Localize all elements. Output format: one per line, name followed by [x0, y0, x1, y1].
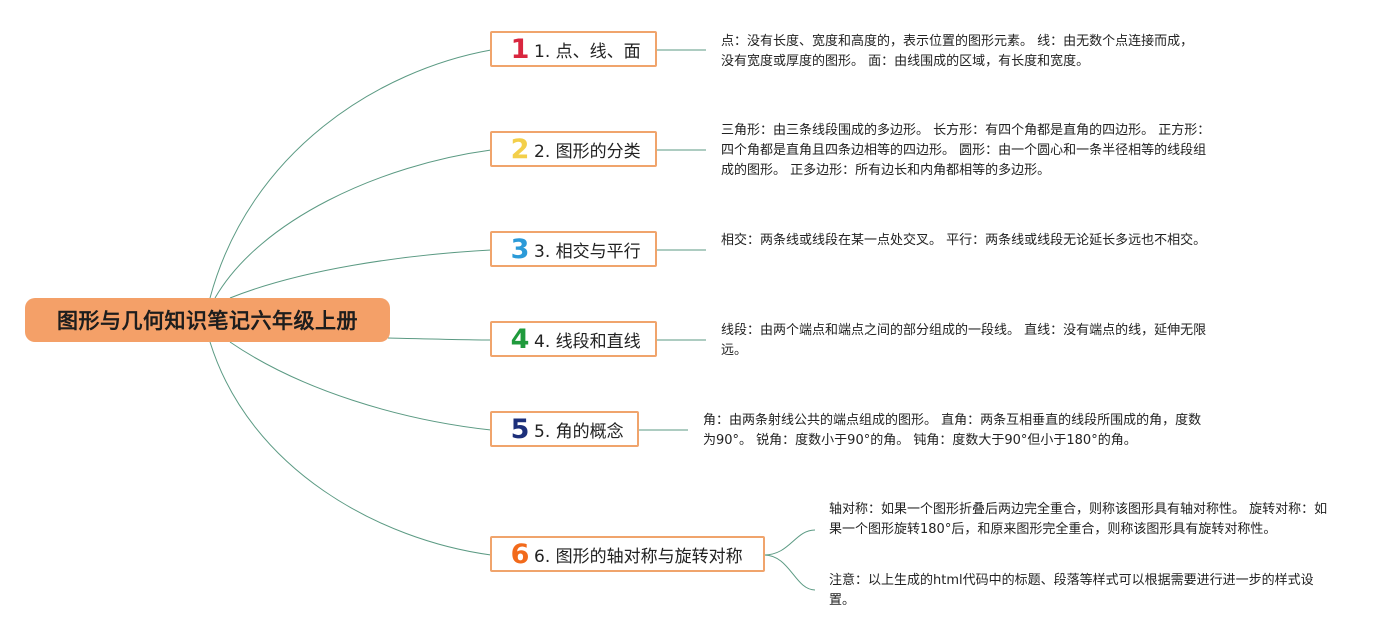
- topic-2-note: 三角形：由三条线段围成的多边形。 长方形：有四个角都是直角的四边形。 正方形：四…: [721, 123, 1211, 178]
- connector-root-topic-3: [229, 249, 492, 299]
- topic-3-label: 3. 相交与平行: [534, 241, 641, 262]
- connector-topic-6-note-2: [763, 554, 816, 591]
- number-3-icon: 3: [510, 233, 530, 265]
- topic-5-note: 角：由两条射线公共的端点组成的图形。 直角：两条互相垂直的线段所围成的角，度数为…: [703, 413, 1202, 448]
- topic-6-label: 6. 图形的轴对称与旋转对称: [534, 546, 743, 567]
- connector-root-topic-4: [387, 337, 492, 341]
- root-topic[interactable]: 图形与几何知识笔记六年级上册: [25, 298, 390, 342]
- topic-6-note-1: 轴对称：如果一个图形折叠后两边完全重合，则称该图形具有轴对称性。 旋转对称：如果…: [829, 502, 1328, 537]
- topic-3[interactable]: 3 3. 相交与平行: [490, 231, 657, 267]
- topic-6-note-2: 注意：以上生成的html代码中的标题、段落等样式可以根据需要进行进一步的样式设置…: [829, 573, 1314, 608]
- number-2-icon: 2: [510, 133, 530, 165]
- connector-root-topic-6: [209, 341, 492, 556]
- topic-4-note: 线段：由两个端点和端点之间的部分组成的一段线。 直线：没有端点的线，延伸无限远。: [721, 323, 1207, 358]
- topic-1-label: 1. 点、线、面: [534, 41, 641, 62]
- connector-topic-6-note-1: [763, 529, 816, 556]
- topic-6[interactable]: 6 6. 图形的轴对称与旋转对称: [490, 536, 765, 572]
- number-5-icon: 5: [510, 413, 530, 445]
- topic-5[interactable]: 5 5. 角的概念: [490, 411, 639, 447]
- number-6-icon: 6: [510, 538, 530, 570]
- root-title: 图形与几何知识笔记六年级上册: [57, 309, 358, 333]
- topic-5-label: 5. 角的概念: [534, 421, 624, 442]
- topic-3-note: 相交：两条线或线段在某一点处交叉。 平行：两条线或线段无论延长多远也不相交。: [721, 233, 1207, 248]
- topic-4[interactable]: 4 4. 线段和直线: [490, 321, 657, 357]
- topic-1-note: 点：没有长度、宽度和高度的，表示位置的图形元素。 线：由无数个点连接而成，没有宽…: [721, 34, 1194, 69]
- topic-2[interactable]: 2 2. 图形的分类: [490, 131, 657, 167]
- number-4-icon: 4: [510, 323, 530, 355]
- topic-4-label: 4. 线段和直线: [534, 331, 641, 352]
- topic-2-label: 2. 图形的分类: [534, 141, 641, 162]
- number-1-icon: 1: [510, 33, 530, 65]
- connector-root-topic-5: [229, 341, 492, 431]
- connector-root-topic-1: [209, 49, 492, 299]
- connector-root-topic-2: [214, 149, 492, 299]
- topic-1[interactable]: 1 1. 点、线、面: [490, 31, 657, 67]
